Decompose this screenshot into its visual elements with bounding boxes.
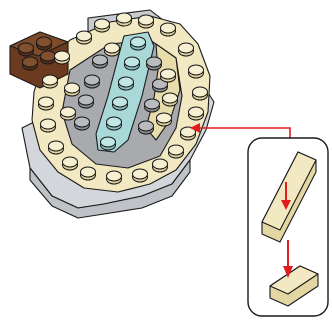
brick-stud xyxy=(160,22,176,37)
brick-stud xyxy=(146,56,162,71)
brick-stud xyxy=(160,68,176,83)
brick-stud xyxy=(106,170,122,185)
brick-stud xyxy=(112,96,128,111)
brick-stud xyxy=(156,112,172,127)
brick-stud xyxy=(84,74,100,89)
brick-stud xyxy=(144,98,160,113)
brick-stud xyxy=(138,120,154,135)
gray-base-rim xyxy=(29,159,191,219)
brick-stud xyxy=(40,118,56,133)
brick-stud xyxy=(18,42,34,57)
brick-stud xyxy=(178,42,194,57)
brick-stud xyxy=(76,30,92,45)
callout-box xyxy=(247,137,329,317)
brick-stud xyxy=(48,140,64,155)
brick-stud xyxy=(38,96,54,111)
brick-stud xyxy=(104,42,120,57)
brick-stud xyxy=(192,86,208,101)
brick-stud xyxy=(36,36,52,51)
brick-stud xyxy=(180,126,196,141)
brick-stud xyxy=(74,116,90,131)
brick-stud xyxy=(152,158,168,173)
brick-stud xyxy=(92,54,108,69)
brick-stud xyxy=(64,82,80,97)
brick-stud xyxy=(132,168,148,183)
brick-stud xyxy=(138,14,154,29)
brick-stud xyxy=(54,50,70,65)
brick-stud xyxy=(188,106,204,121)
brick-stud xyxy=(42,74,58,89)
callout-down-arrow-2-head xyxy=(283,266,293,278)
brick-stud xyxy=(94,18,110,33)
brick-stud xyxy=(130,36,146,51)
brick-stud xyxy=(80,166,96,181)
brick-stud xyxy=(116,12,132,27)
brick-stud xyxy=(40,50,56,65)
brick-stud xyxy=(124,56,140,71)
brick-stud xyxy=(188,64,204,79)
callout-down-arrow-1-head xyxy=(281,200,291,210)
callout-tan-brick-1x3 xyxy=(261,151,317,243)
brick-stud xyxy=(22,56,38,71)
brick-stud xyxy=(78,94,94,109)
studs-layer xyxy=(18,12,314,297)
brick-stud xyxy=(62,156,78,171)
brick-stud xyxy=(106,116,122,131)
brick-stud xyxy=(118,76,134,91)
brick-stud xyxy=(168,144,184,159)
brick-stud xyxy=(60,106,76,121)
brick-stud xyxy=(100,136,116,151)
brick-stud xyxy=(162,92,178,107)
red-pointer-arrow-icon xyxy=(190,123,200,133)
